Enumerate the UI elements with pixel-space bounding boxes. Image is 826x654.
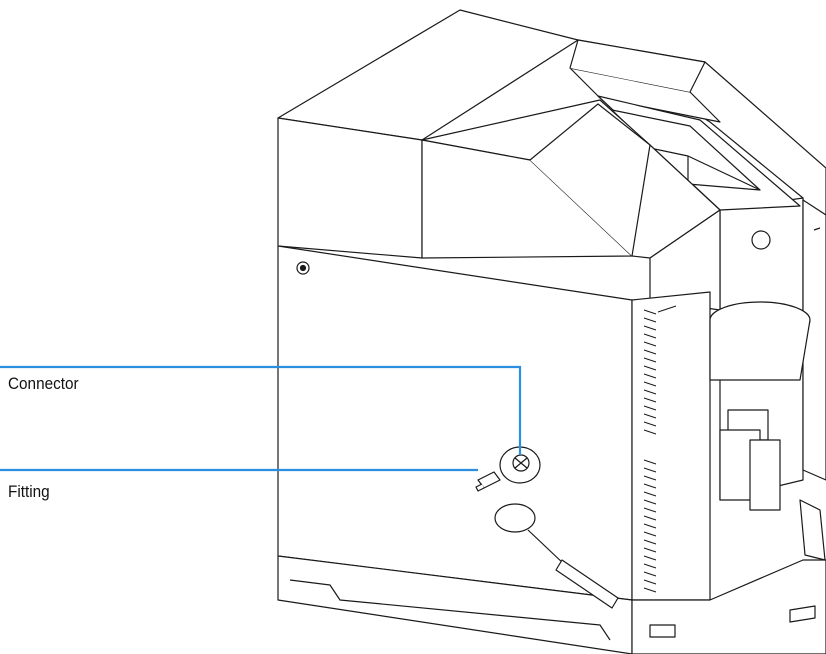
connector-label: Connector bbox=[8, 374, 79, 393]
fitting-label: Fitting bbox=[8, 482, 50, 501]
callout-lines bbox=[0, 365, 522, 472]
top-covers bbox=[569, 39, 801, 211]
connector-callout-line bbox=[0, 365, 522, 455]
tool bbox=[494, 503, 619, 609]
fitting-part bbox=[475, 471, 501, 492]
chassis-top bbox=[277, 9, 721, 311]
autosampler-tray bbox=[709, 301, 826, 561]
vent-grille bbox=[643, 305, 677, 593]
